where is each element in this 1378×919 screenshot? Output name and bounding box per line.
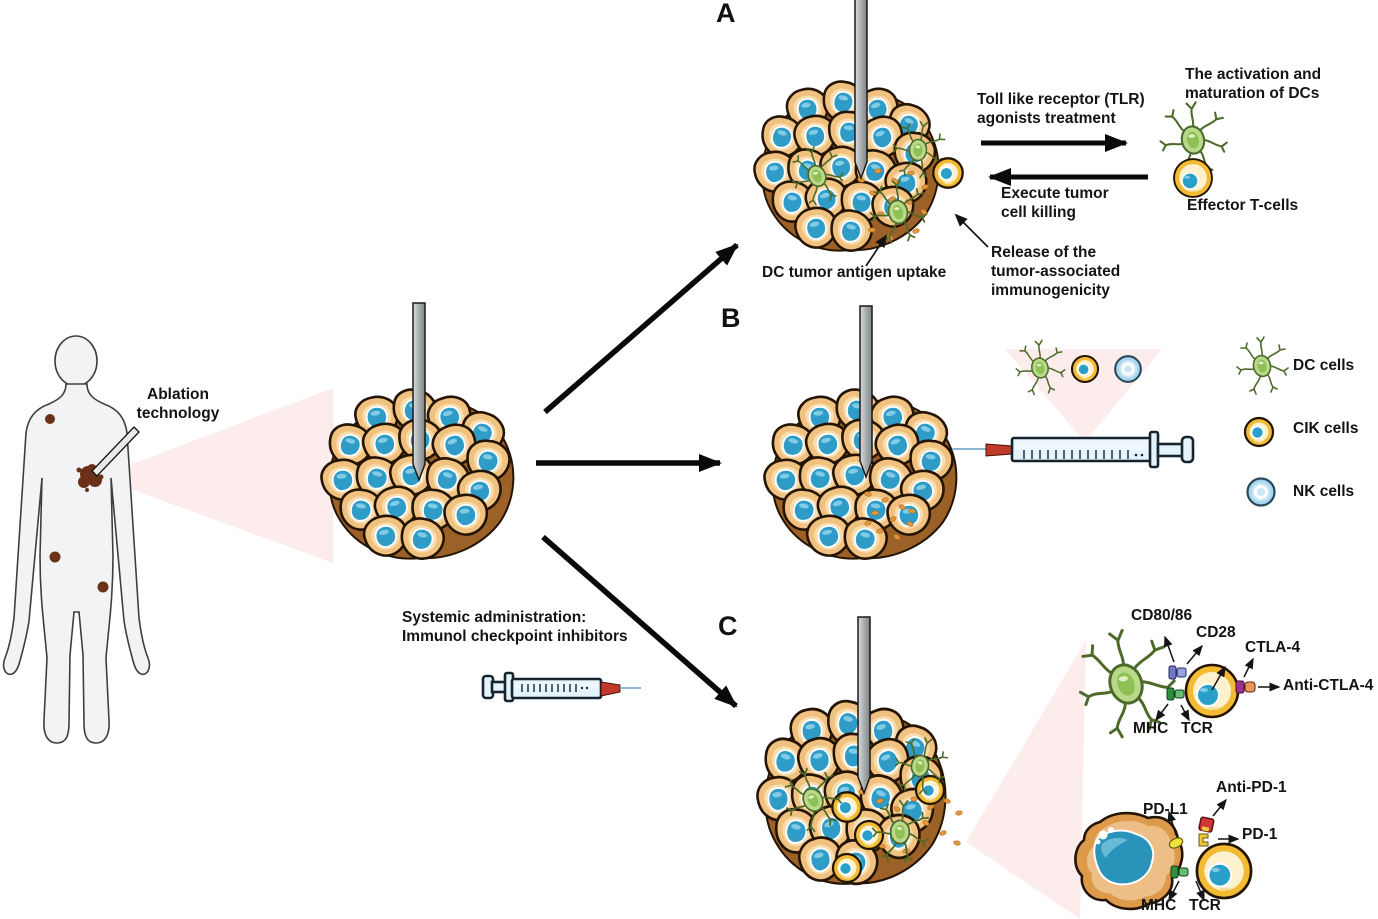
ablation-probe-main <box>412 302 426 483</box>
syringe-icon-systemic <box>481 671 641 703</box>
ablation-probe-b <box>859 305 873 480</box>
tcr-receptor-bottom <box>1178 867 1189 877</box>
highlight-dot <box>1095 839 1101 845</box>
anti-ctla4-antibody <box>1244 681 1256 693</box>
ablation-probe-icon <box>91 426 140 477</box>
arrow-dc-uptake-callout <box>865 234 888 267</box>
arrow-to-panel-c <box>541 534 738 709</box>
panel-b-art <box>763 305 1289 563</box>
mhc-receptor-bottom <box>1170 865 1179 879</box>
ctla4-diagram <box>1071 622 1281 744</box>
highlight-dot <box>1098 830 1108 840</box>
arrow-release-callout <box>954 213 989 248</box>
checkpoint-beam <box>966 640 1086 919</box>
ablation-beam <box>98 388 333 563</box>
ablation-probe-a <box>854 0 868 181</box>
arrow-to-panel-a <box>543 242 739 415</box>
tcr-receptor-top <box>1174 689 1185 699</box>
human-body <box>2 335 151 744</box>
syringe-icon-infusion <box>952 430 1195 469</box>
pd-l1-ligand <box>1168 837 1184 849</box>
cd80-86-receptor <box>1168 665 1177 680</box>
panel-a-art <box>753 0 1228 267</box>
pd1-receptor <box>1198 833 1209 847</box>
ablation-probe-c <box>857 616 871 796</box>
mhc-receptor-top <box>1166 687 1175 701</box>
ctla4-receptor <box>1235 680 1245 694</box>
tumor-cluster-a <box>753 78 939 255</box>
legend-icons <box>1236 336 1289 507</box>
cd28-receptor <box>1176 667 1187 678</box>
panel-c-art <box>756 616 1281 911</box>
pd1-diagram <box>1074 798 1253 911</box>
highlight-dot <box>1108 827 1114 833</box>
nucleus-highlight <box>1101 837 1128 858</box>
anti-pd1-antibody <box>1198 816 1215 833</box>
